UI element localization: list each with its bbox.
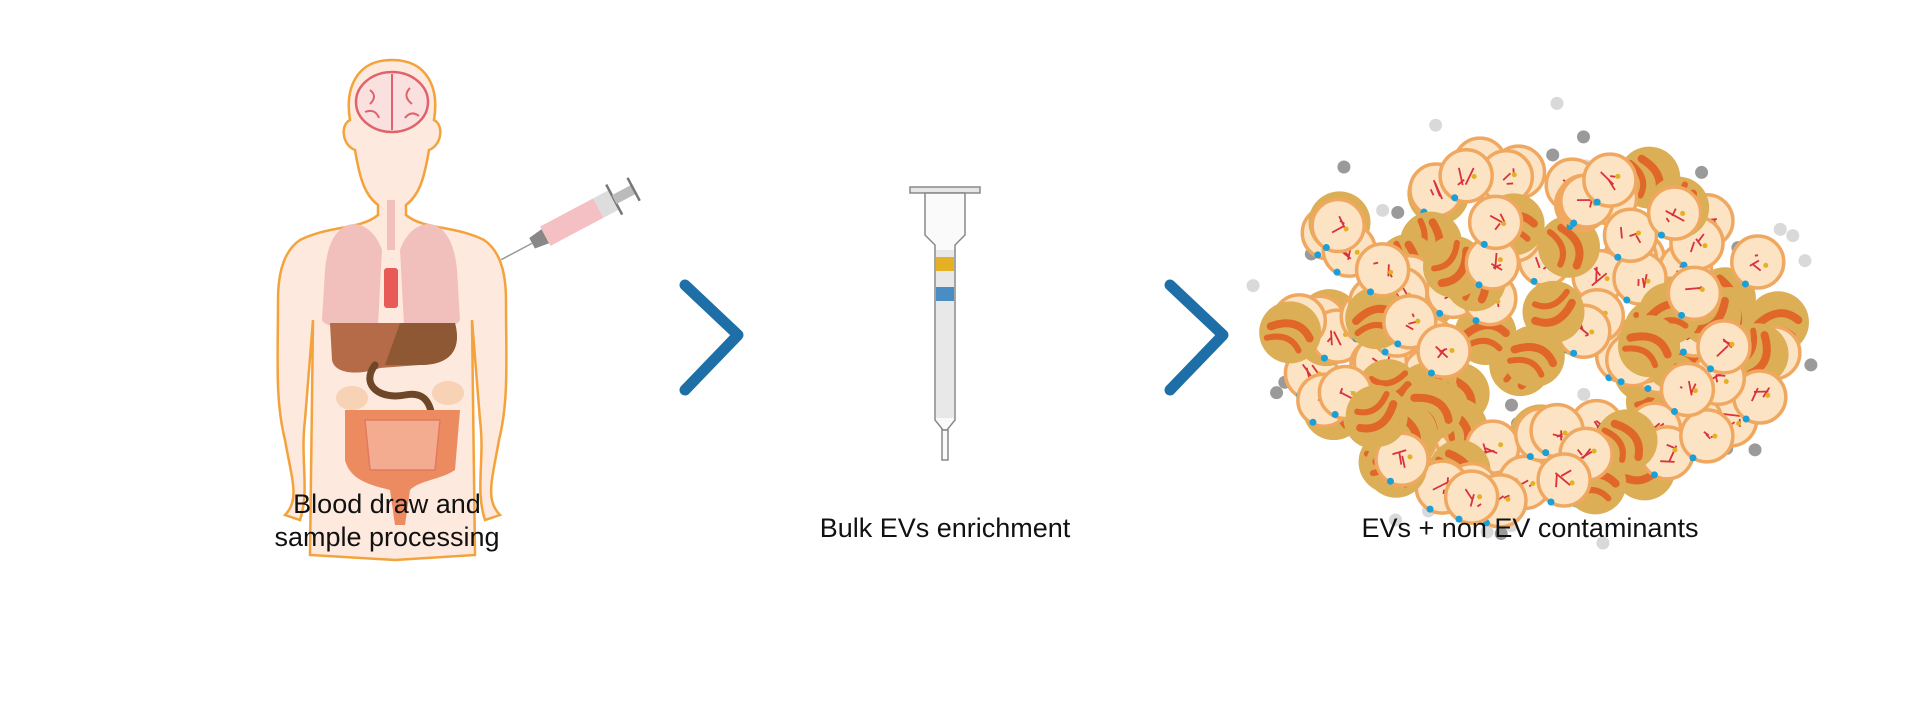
ev-particle <box>1730 234 1786 290</box>
contaminant-dot <box>1505 398 1519 412</box>
syringe-icon <box>500 177 641 261</box>
chromatography-column-icon <box>909 186 981 461</box>
ev-particle <box>1666 265 1723 322</box>
ev-particle <box>1646 185 1703 241</box>
ev-particle <box>1659 361 1716 418</box>
contaminant-dot <box>1577 387 1591 401</box>
ev-particle-cluster <box>1246 96 1818 550</box>
lipoprotein-particle <box>1259 301 1322 364</box>
contaminant-dot <box>1480 525 1494 539</box>
step-3-label: EVs + non EV contaminants <box>1361 513 1699 543</box>
contaminant-dot <box>1550 96 1564 110</box>
step-2-label: Bulk EVs enrichment <box>819 513 1071 543</box>
contaminant-dot <box>1773 222 1787 236</box>
contaminant-dot <box>1337 160 1351 174</box>
contaminant-dot <box>1695 165 1709 179</box>
contaminant-dot <box>1804 358 1818 372</box>
ev-particle <box>1536 452 1592 508</box>
lungs-icon <box>322 200 460 329</box>
ev-particle <box>1467 194 1524 251</box>
ev-particle <box>1416 323 1472 379</box>
contaminant-dot <box>1246 279 1260 293</box>
ev-particle <box>1310 197 1366 254</box>
ev-particle <box>1582 152 1638 208</box>
chevron-arrow-1-icon <box>679 279 744 396</box>
contaminant-dot <box>1798 254 1812 268</box>
ev-particle <box>1438 147 1494 204</box>
step-1-label: Blood draw and sample processing <box>274 488 499 554</box>
ev-particle <box>1602 207 1659 264</box>
contaminant-dot <box>1596 536 1610 550</box>
contaminant-dot <box>1786 229 1800 243</box>
liver-stomach-icon <box>330 323 457 454</box>
contaminant-dot <box>1376 203 1390 217</box>
human-body-illustration <box>276 58 641 562</box>
contaminant-dot <box>1576 130 1590 144</box>
lipoprotein-particle <box>1502 325 1565 388</box>
step-1-label-line1: Blood draw and <box>293 489 481 519</box>
contaminant-dot <box>1391 205 1405 219</box>
step-1-label-line2: sample processing <box>274 522 500 552</box>
contaminant-dot <box>1546 148 1560 162</box>
brain-icon <box>354 70 430 134</box>
column-yellow-band <box>936 257 954 271</box>
contaminant-dot <box>1748 443 1762 457</box>
contaminant-dot <box>1270 386 1284 400</box>
column-blue-band <box>936 287 954 301</box>
ev-particle <box>1696 319 1752 375</box>
ev-particle <box>1443 469 1500 525</box>
ev-particle <box>1679 408 1735 464</box>
contaminant-dot <box>1429 118 1443 132</box>
contaminant-dot <box>1388 513 1402 527</box>
lipoprotein-particle <box>1345 384 1408 447</box>
contaminant-dot <box>1494 527 1508 541</box>
lipoprotein-particle <box>1618 315 1681 378</box>
chevron-arrow-2-icon <box>1164 279 1229 396</box>
ev-particle <box>1732 369 1788 425</box>
intestines-icon <box>336 381 464 525</box>
heart-icon <box>384 268 398 308</box>
ev-particle <box>1354 242 1411 298</box>
